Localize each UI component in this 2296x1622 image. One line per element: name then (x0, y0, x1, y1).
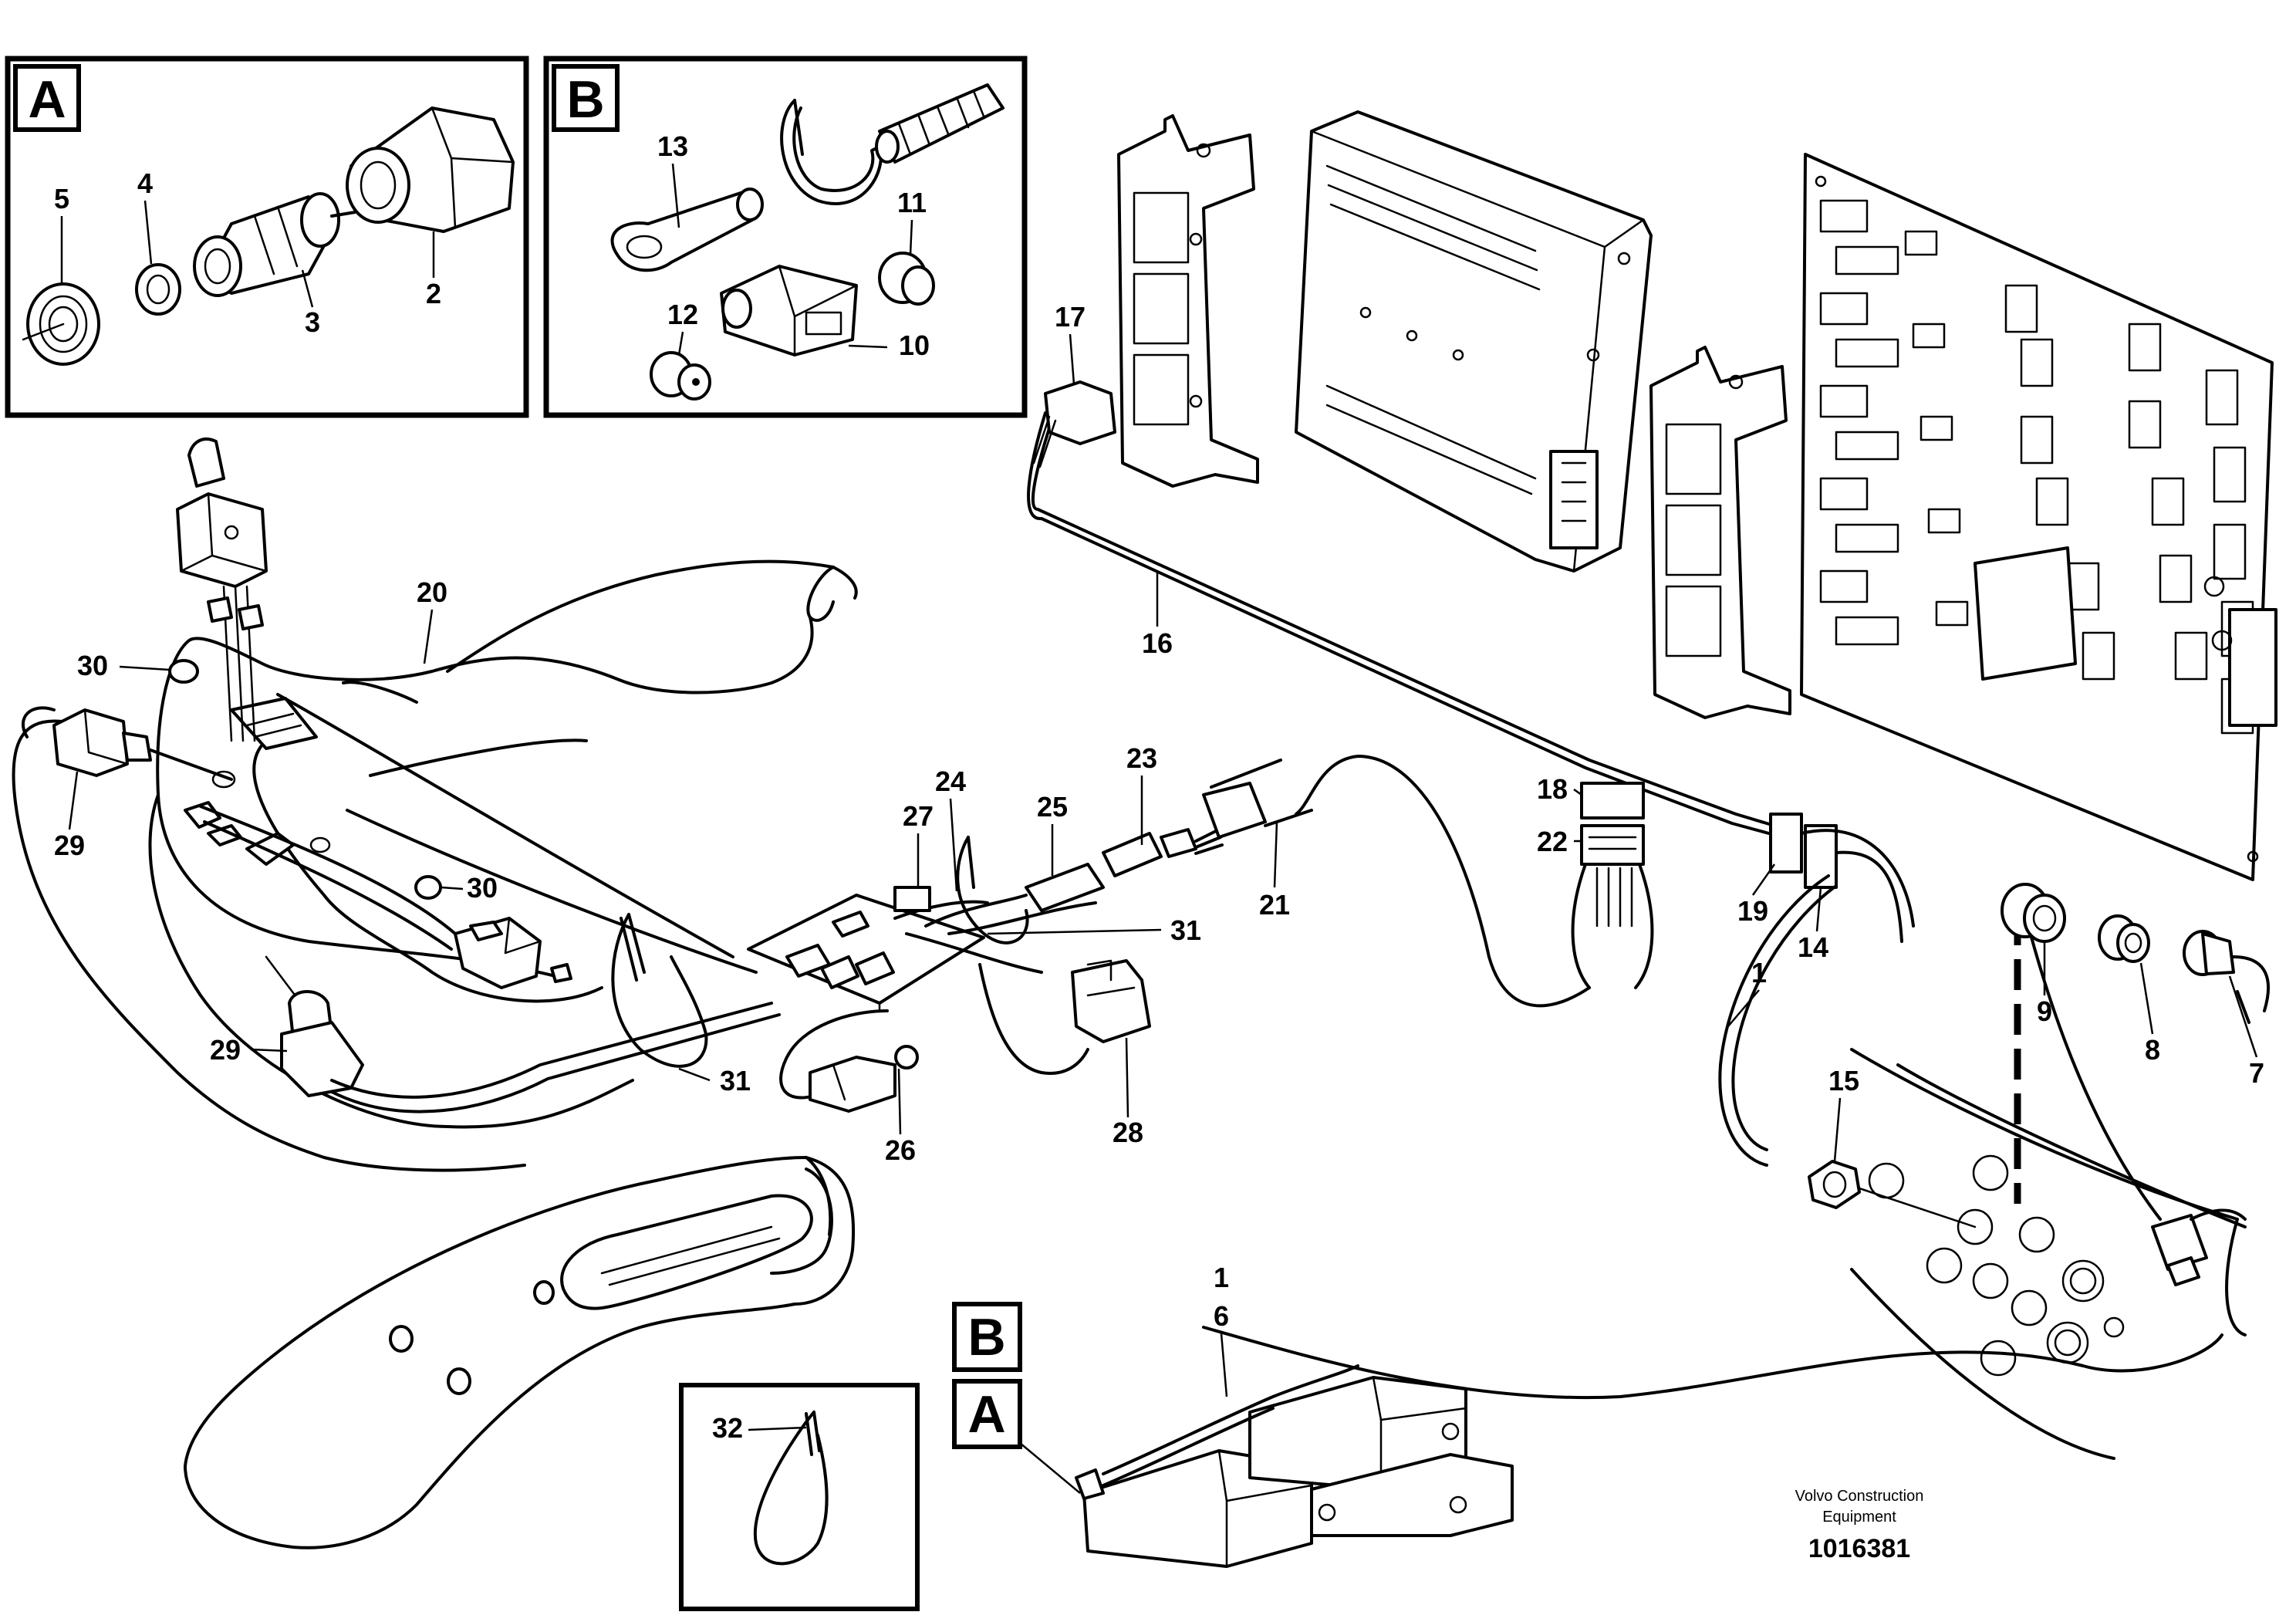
callout-12: 12 (667, 299, 698, 330)
callout-11: 11 (897, 187, 927, 218)
bottom-block (1075, 1364, 1514, 1568)
callout-30-top: 30 (77, 650, 108, 681)
seal-part-12 (650, 351, 711, 400)
nut-30-top (168, 659, 199, 684)
washer-part-4 (135, 263, 181, 316)
bushing-8 (2098, 914, 2150, 963)
seal-part-11 (878, 252, 935, 306)
callout-30-lower: 30 (467, 872, 498, 904)
callout-14: 14 (1798, 931, 1828, 963)
callout-29-lower: 29 (210, 1034, 241, 1066)
nut-30-lower (414, 875, 442, 900)
document-number: 1016381 (1808, 1534, 1910, 1563)
connector-19-14 (1769, 813, 1915, 943)
connector-27 (893, 886, 931, 912)
cable-tie-24 (956, 836, 1029, 944)
callout-29-left: 29 (54, 830, 85, 861)
callout-24: 24 (935, 765, 966, 797)
callout-19: 19 (1737, 895, 1768, 927)
switch-knob (176, 438, 268, 742)
callout-25: 25 (1037, 791, 1068, 823)
callout-10: 10 (899, 329, 930, 361)
control-unit-box (1295, 110, 1653, 573)
callout-20: 20 (417, 576, 447, 608)
inset-32 (679, 1383, 920, 1611)
reference-tag-a-letter: A (967, 1385, 1005, 1444)
inset-a-letter: A (28, 70, 66, 129)
sensor-part-3 (193, 192, 356, 297)
reference-tag-b-letter: B (967, 1308, 1005, 1367)
rocker-switch (454, 917, 572, 989)
callout-32: 32 (712, 1412, 743, 1444)
callout-16: 16 (1142, 627, 1173, 659)
rubber-boot (875, 83, 1004, 164)
switch-29-left (12, 706, 526, 1172)
connector-23 (1102, 832, 1163, 877)
callout-31-mid: 31 (1170, 914, 1201, 946)
relay-board (747, 894, 985, 1012)
callout-8: 8 (2145, 1034, 2160, 1066)
switch-29-lower (265, 955, 781, 1113)
callout-4: 4 (137, 167, 153, 199)
callout-1-bottom: 1 (1214, 1262, 1229, 1293)
callout-31-lower: 31 (720, 1065, 751, 1097)
callout-6: 6 (1214, 1300, 1229, 1332)
reference-tag-b: B (952, 1302, 1022, 1372)
callout-9: 9 (2037, 995, 2052, 1027)
callout-28: 28 (1113, 1117, 1143, 1148)
connector-21 (1202, 782, 1267, 839)
callout-2: 2 (426, 278, 441, 309)
reference-tag-a: A (952, 1379, 1022, 1449)
harness-16 (1027, 411, 1776, 836)
callout-22: 22 (1537, 826, 1568, 857)
connector-25 (1025, 863, 1105, 912)
nut-15 (1808, 1160, 1977, 1228)
bracket-left (1117, 114, 1259, 488)
connector-part-2 (346, 106, 515, 233)
sleeve-part-13 (610, 188, 764, 272)
connector-17 (1032, 380, 1116, 468)
callout-3: 3 (305, 306, 320, 338)
connector-28 (978, 959, 1151, 1075)
inset-a: A 5 (5, 56, 529, 418)
callout-17: 17 (1055, 301, 1086, 333)
inset-b-letter: B (566, 70, 604, 129)
harness-1 (1718, 874, 1830, 1167)
callout-21: 21 (1259, 889, 1290, 921)
bracket-right (1649, 346, 1791, 719)
callout-7: 7 (2249, 1057, 2264, 1089)
side-panel (1850, 913, 2247, 1460)
bushing-9 (2001, 883, 2066, 943)
armrest-lower-shell (184, 1156, 856, 1549)
inset-b: B (543, 56, 1028, 418)
connector-26 (779, 1009, 919, 1113)
callout-15: 15 (1828, 1065, 1859, 1097)
callout-13: 13 (657, 130, 688, 162)
callout-1-right: 1 (1751, 957, 1767, 988)
circuit-board (1800, 153, 2277, 881)
callout-5: 5 (54, 183, 69, 215)
bushing-7 (2183, 930, 2270, 1024)
connector-18-22 (1571, 782, 1654, 989)
credit-line-2: Equipment (1822, 1509, 1896, 1526)
callout-23: 23 (1126, 742, 1157, 774)
credit-line-1: Volvo Construction (1795, 1488, 1924, 1505)
callout-26: 26 (885, 1134, 916, 1166)
callout-27: 27 (903, 800, 934, 832)
connector-part-10 (720, 265, 858, 357)
nut-part-5 (22, 282, 100, 366)
cable-tie-31 (611, 913, 708, 1068)
callout-18: 18 (1537, 773, 1568, 805)
